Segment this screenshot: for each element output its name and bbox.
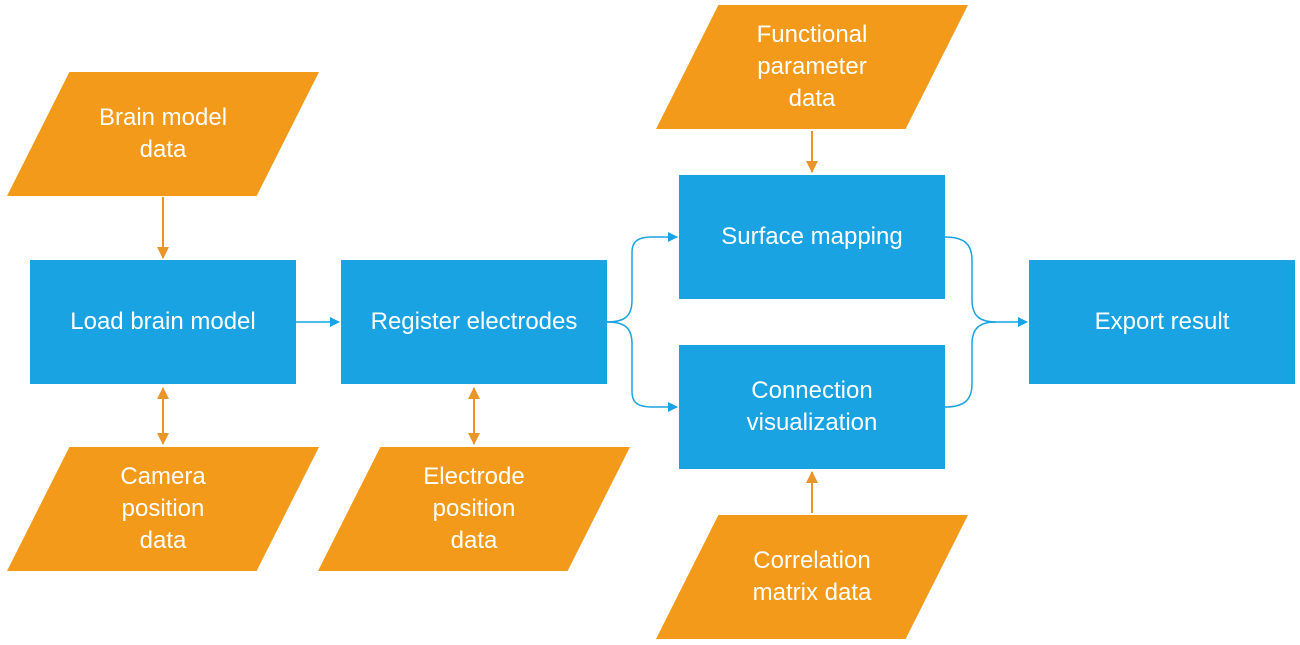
register-electrodes-label: Register electrodes [370, 308, 578, 336]
functional-parameter-data-shape[interactable]: Functional parameter data [656, 5, 968, 129]
register-electrodes-box[interactable]: Register electrodes [341, 260, 607, 384]
camera-position-data-shape[interactable]: Camera position data [7, 447, 319, 571]
connection-visualization-box[interactable]: Connection visualization [679, 345, 945, 469]
camera-position-data-label: Camera position data [120, 463, 206, 554]
electrode-position-data-label: Electrode position data [423, 463, 525, 554]
arrow-connection-visualization-to-export [944, 321, 997, 408]
parallelogram-shape [656, 515, 968, 639]
export-result-box[interactable]: Export result [1029, 260, 1295, 384]
load-brain-model-box[interactable]: Load brain model [30, 260, 296, 384]
export-result-label: Export result [1094, 308, 1230, 336]
surface-mapping-box[interactable]: Surface mapping [679, 175, 945, 299]
correlation-matrix-data-label: Correlation matrix data [752, 547, 872, 606]
arrow-register-to-surface-mapping [606, 232, 678, 323]
brain-model-data-shape[interactable]: Brain model data [7, 72, 319, 196]
load-brain-model-label: Load brain model [70, 308, 256, 336]
correlation-matrix-data-shape[interactable]: Correlation matrix data [656, 515, 968, 639]
arrow-register-to-connection-visualization [606, 321, 678, 412]
functional-parameter-data-label: Functional parameter data [756, 21, 868, 112]
brain-model-data-label: Brain model data [98, 104, 228, 163]
arrow-surface-mapping-to-export [944, 236, 1028, 327]
electrode-position-data-shape[interactable]: Electrode position data [318, 447, 630, 571]
surface-mapping-label: Surface mapping [721, 223, 903, 251]
connection-visualization-label: Connection visualization [746, 377, 878, 436]
